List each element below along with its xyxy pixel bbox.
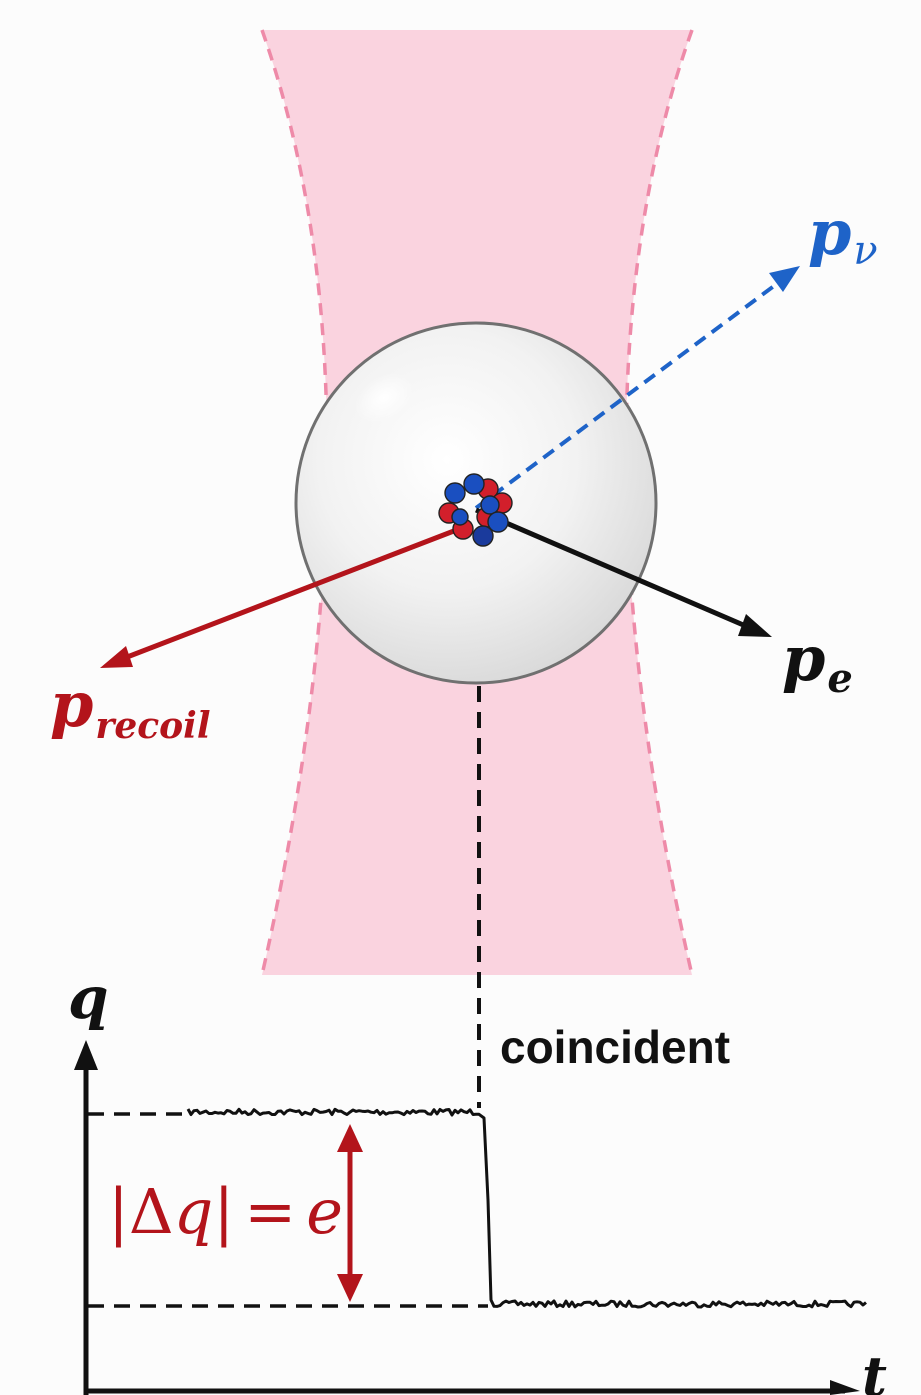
label-p-recoil: precoil <box>50 668 211 747</box>
neutron <box>487 511 509 533</box>
label-p-nu: pν <box>808 196 878 274</box>
charge-signal-trace <box>186 1107 867 1309</box>
sphere-highlight <box>354 372 414 424</box>
y-axis-label: q <box>68 964 109 1032</box>
recoil-arrow <box>100 521 473 668</box>
neutrino-arrow-shaft <box>474 278 784 510</box>
neutron <box>480 495 500 515</box>
trapped-sphere <box>294 321 658 685</box>
nucleus <box>438 473 513 547</box>
neutron <box>444 482 466 504</box>
neutron <box>451 508 469 526</box>
neutrino-arrow-head <box>769 266 800 292</box>
electron-arrow <box>475 507 772 637</box>
x-axis-arrow <box>830 1380 860 1395</box>
label-p-e: pe <box>782 622 853 702</box>
label-delta-q: |Δq|=e <box>108 1175 343 1248</box>
label-coincident: coincident <box>500 1021 730 1073</box>
neutron <box>463 473 485 495</box>
y-axis-arrow <box>74 1040 98 1070</box>
neutron <box>472 525 494 547</box>
sphere-body <box>294 321 658 685</box>
electron-arrow-shaft <box>475 507 749 630</box>
delta-q-arrow-bottom <box>337 1274 363 1302</box>
delta-q-arrow-top <box>337 1124 363 1152</box>
electron-arrow-head <box>738 614 772 637</box>
charge-plot: q t |Δq|=e <box>68 964 887 1395</box>
neutrino-arrow <box>474 266 800 510</box>
x-axis-label: t <box>862 1344 887 1395</box>
recoil-arrow-head <box>100 646 133 668</box>
recoil-arrow-shaft <box>121 521 473 662</box>
